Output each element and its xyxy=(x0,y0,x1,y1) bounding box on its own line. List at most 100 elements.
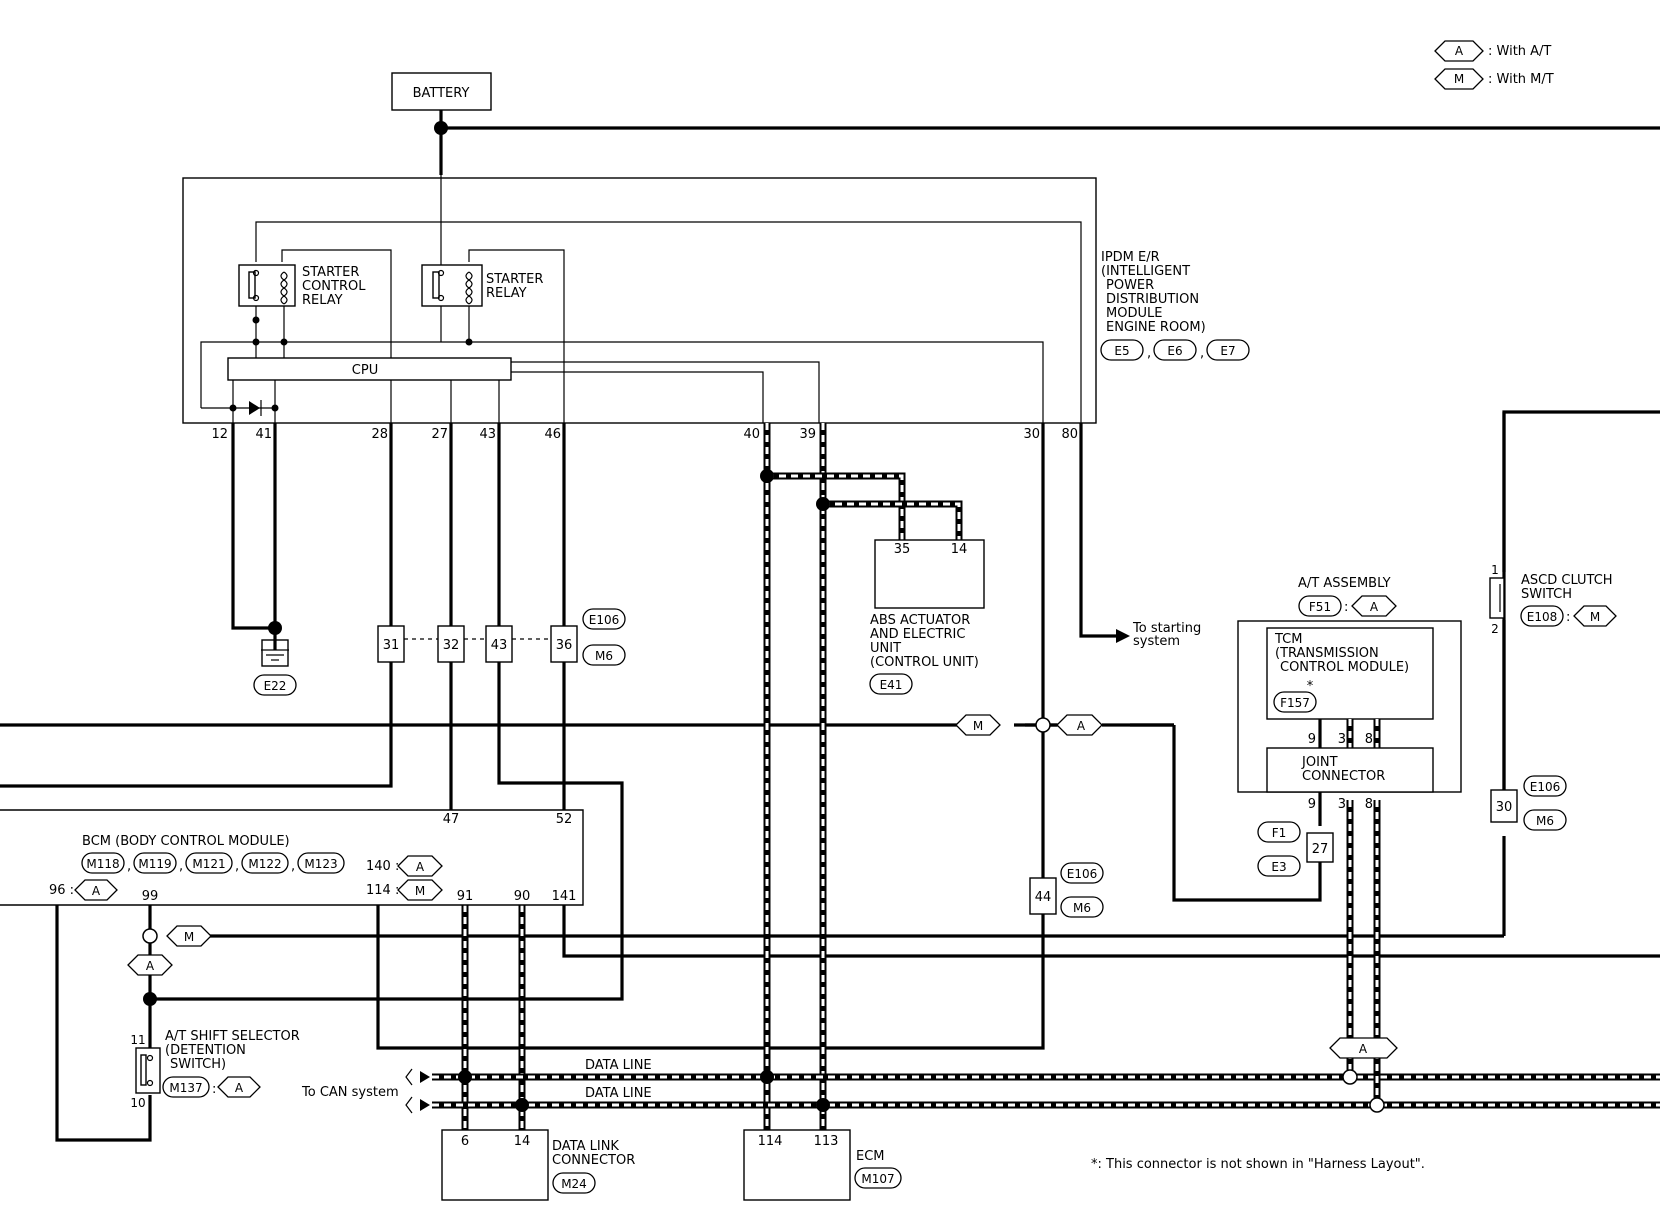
bcm-pin-96-tag: A xyxy=(92,884,101,898)
legend-a-tag: A xyxy=(1455,44,1464,58)
ipdm-pin-43: 43 xyxy=(479,427,496,442)
legend-m-tag: M xyxy=(1454,72,1464,86)
bcm-connector-m119: M119 xyxy=(138,857,171,871)
bcm-pin-91: 91 xyxy=(457,889,474,904)
joint-pin-3: 3 xyxy=(1338,797,1346,812)
abs-label-2: UNIT xyxy=(870,641,901,656)
abs-actuator: 35 14 ABS ACTUATOR AND ELECTRIC UNIT (CO… xyxy=(869,539,985,695)
tcm-data-a-tag: A xyxy=(1329,1037,1398,1059)
inline-30-pin: 30 xyxy=(1496,800,1513,815)
ipdm-connector-e5: E5 xyxy=(1114,344,1129,358)
ascd-pin-1: 1 xyxy=(1491,563,1499,577)
tcm-label-2: CONTROL MODULE) xyxy=(1280,660,1409,675)
inline-connector-m6: M6 xyxy=(595,649,613,663)
dlc-pin-6: 6 xyxy=(461,1134,469,1149)
svg-text:,: , xyxy=(1147,346,1151,361)
ascd-label-0: ASCD CLUTCH xyxy=(1521,573,1613,588)
at-assembly-label: A/T ASSEMBLY xyxy=(1298,576,1391,591)
ipdm-pin-12: 12 xyxy=(211,427,228,442)
ipdm-pin-80: 80 xyxy=(1061,427,1078,442)
ipdm-connector-e7: E7 xyxy=(1220,344,1235,358)
starter-control-relay-label-0: STARTER xyxy=(302,265,359,280)
ipdm-pin-46: 46 xyxy=(544,427,561,442)
tcm-data-tag: A xyxy=(1359,1042,1368,1056)
inline-pin-31: 31 xyxy=(383,638,400,653)
inline-44-connector-e106: E106 xyxy=(1067,867,1098,881)
tcm-star: * xyxy=(1307,679,1314,694)
ascd-pin-2: 2 xyxy=(1491,622,1499,636)
dlc-connector: M24 xyxy=(561,1177,587,1191)
inline-44-pin: 44 xyxy=(1035,890,1052,905)
inline-44: 44 E106 M6 xyxy=(1029,862,1104,918)
bcm-pin-114: 114 : xyxy=(366,883,399,898)
bcm-pin-47: 47 xyxy=(443,812,460,827)
wires xyxy=(0,410,1660,1142)
inline-30: 30 E106 M6 xyxy=(1490,775,1567,831)
ipdm-label-1: (INTELLIGENT xyxy=(1101,264,1190,279)
shift-pin-11: 11 xyxy=(130,1033,145,1047)
tcm-pin-9: 9 xyxy=(1308,732,1316,747)
shift-connector: M137 xyxy=(169,1081,202,1095)
splice-dot xyxy=(434,121,448,135)
dlc-pin-14: 14 xyxy=(514,1134,531,1149)
svg-text:,: , xyxy=(1200,346,1204,361)
f1e3-connector-f1: F1 xyxy=(1272,826,1287,840)
battery-label: BATTERY xyxy=(413,86,470,101)
inline-connector-e106: E106 xyxy=(589,613,620,627)
svg-text:,: , xyxy=(127,859,131,874)
at-assembly-connector: F51 xyxy=(1309,600,1331,614)
ecm-connector: M107 xyxy=(861,1172,894,1186)
ipdm-connector-e6: E6 xyxy=(1167,344,1182,358)
ecm-label: ECM xyxy=(856,1149,885,1164)
svg-text:,: , xyxy=(235,859,239,874)
starter-relay-label-1: RELAY xyxy=(486,286,527,301)
inline-30-connector-m6: M6 xyxy=(1536,814,1554,828)
bcm: 47 52 BCM (BODY CONTROL MODULE) M118 , M… xyxy=(0,809,584,906)
tcm-label-0: TCM xyxy=(1274,632,1302,647)
ipdm-pin-28: 28 xyxy=(371,427,388,442)
battery: BATTERY xyxy=(391,72,492,111)
f1e3-connector-e3: E3 xyxy=(1271,860,1286,874)
split-m-tag: M xyxy=(973,719,983,733)
legend-m-text: : With M/T xyxy=(1488,72,1554,87)
ipdm-label-5: ENGINE ROOM) xyxy=(1106,320,1206,335)
joint-label-1: CONNECTOR xyxy=(1302,769,1385,784)
tcm-connector: F157 xyxy=(1280,696,1310,710)
svg-text:,: , xyxy=(179,859,183,874)
inline-pin-43: 43 xyxy=(491,638,508,653)
legend-a-text: : With A/T xyxy=(1488,44,1551,59)
inline-connector-row: 31 32 43 36 E106 M6 xyxy=(377,608,626,666)
bcm-connector-m123: M123 xyxy=(304,857,337,871)
f1e3-pin-27: 27 xyxy=(1312,842,1329,857)
ipdm-module: IPDM E/R (INTELLIGENT POWER DISTRIBUTION… xyxy=(182,177,1250,424)
inline-pin-36: 36 xyxy=(556,638,573,653)
inline-pin-32: 32 xyxy=(443,638,460,653)
bcm-pin-114-tag: M xyxy=(415,884,425,898)
ground-e22: E22 xyxy=(253,639,297,696)
ecm-pin-114: 114 xyxy=(758,1134,783,1149)
bcm-pin-90: 90 xyxy=(514,889,531,904)
bcm-pin-96: 96 : xyxy=(49,883,74,898)
ipdm-pin-27: 27 xyxy=(431,427,448,442)
shift-label-1: (DETENTION xyxy=(165,1043,246,1058)
to-starting-label-1: system xyxy=(1133,634,1180,649)
joint-pin-8: 8 xyxy=(1365,797,1373,812)
shift-tag: A xyxy=(235,1081,244,1095)
svg-text:,: , xyxy=(291,859,295,874)
data-line-label-2: DATA LINE xyxy=(585,1086,652,1101)
bcm-99-a-tag: A xyxy=(146,959,155,973)
data-line-label-1: DATA LINE xyxy=(585,1058,652,1073)
bcm-pin-141: 141 xyxy=(552,889,577,904)
ipdm-pin-41: 41 xyxy=(255,427,272,442)
dlc-label-1: CONNECTOR xyxy=(552,1153,635,1168)
starter-control-relay: STARTER CONTROL RELAY xyxy=(238,264,366,308)
starter-relay: STARTER RELAY xyxy=(421,264,543,307)
ascd-connector: E108 xyxy=(1527,610,1558,624)
bcm-connector-m122: M122 xyxy=(248,857,281,871)
cpu-label: CPU xyxy=(352,363,378,378)
starter-control-relay-label-1: CONTROL xyxy=(302,279,366,294)
tcm-pin-8: 8 xyxy=(1365,732,1373,747)
joint-label-0: JOINT xyxy=(1301,755,1338,770)
at-shift-selector: 11 10 A/T SHIFT SELECTOR (DETENTION SWIT… xyxy=(130,1029,299,1110)
data-link-connector: 6 14 DATA LINK CONNECTOR M24 xyxy=(441,1129,635,1201)
